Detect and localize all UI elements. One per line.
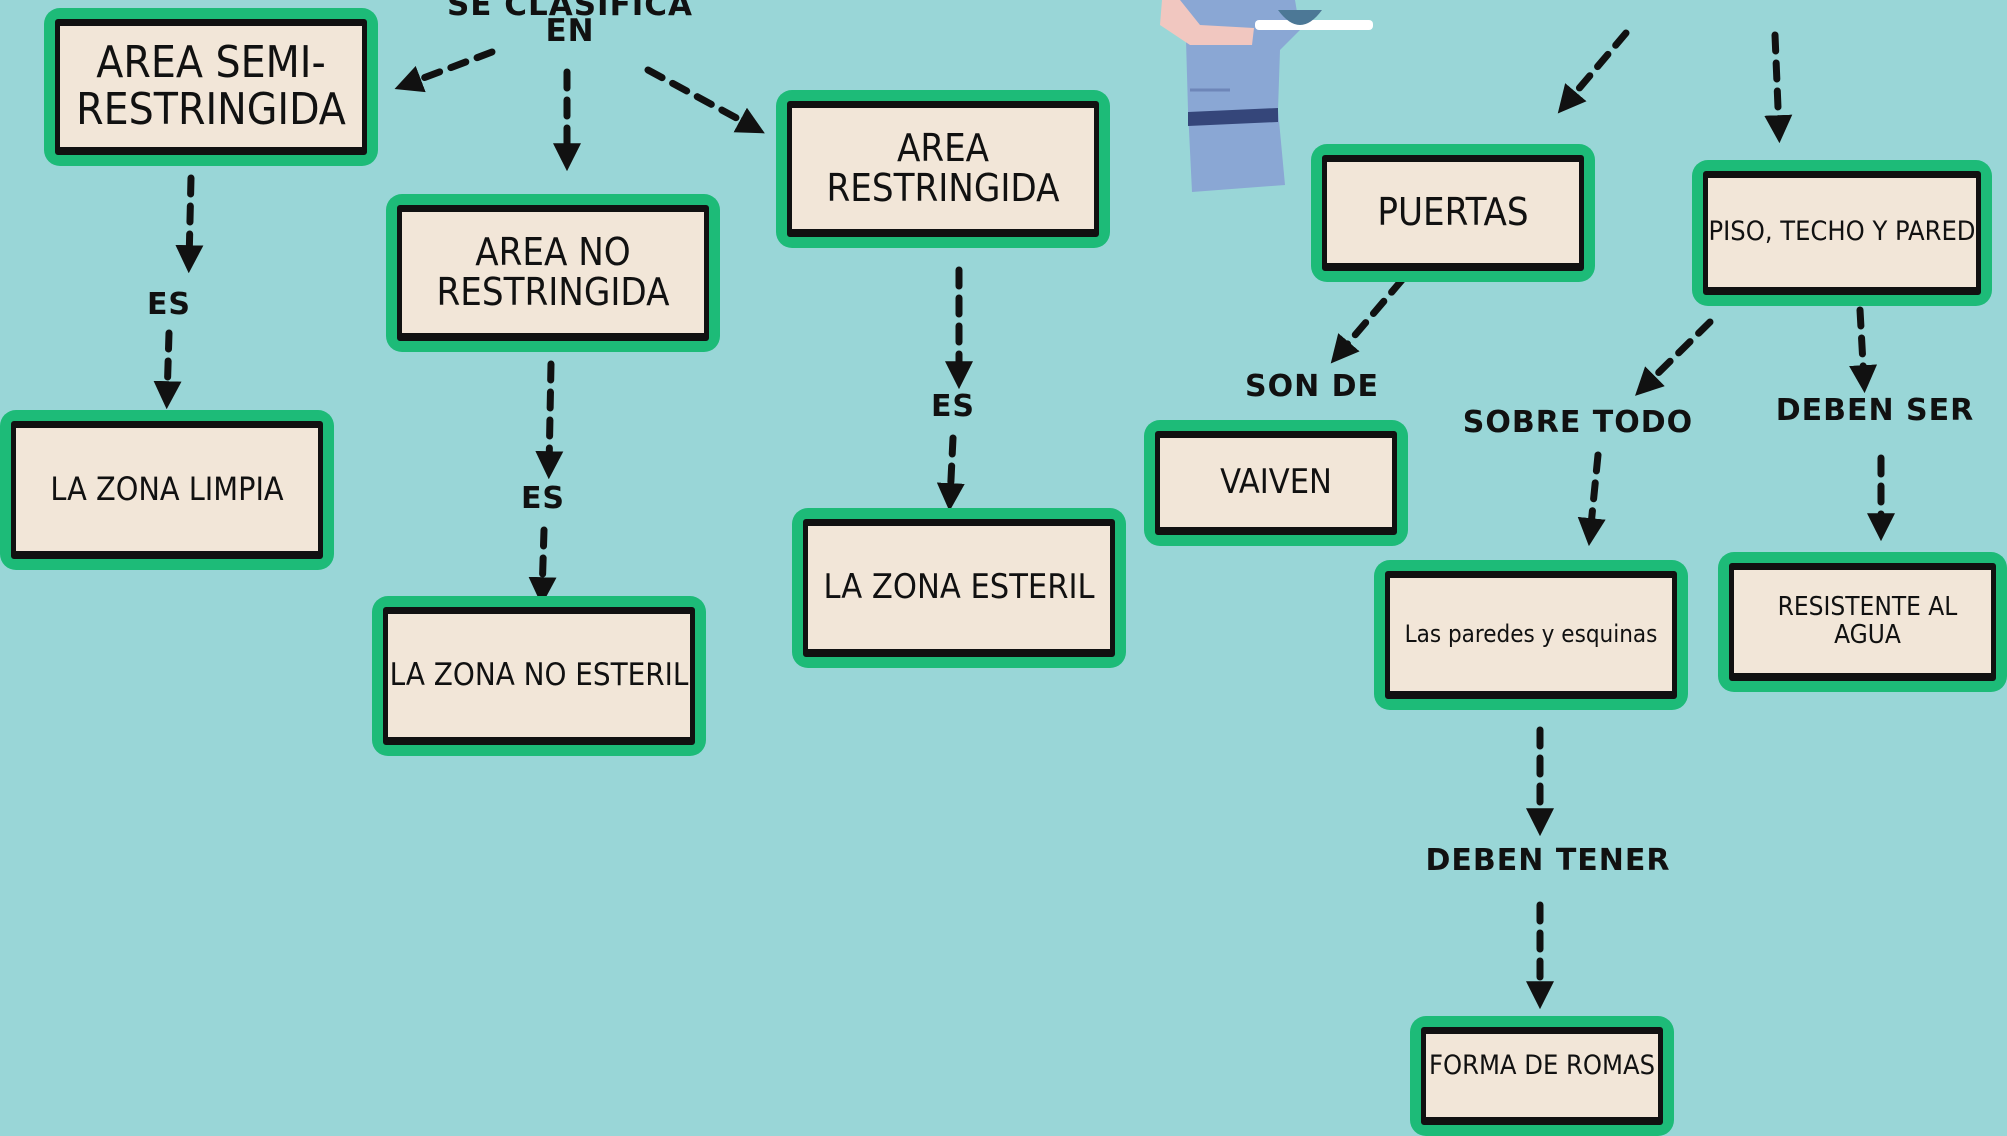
node-piso-techo-pared: PISO, TECHO Y PARED bbox=[1692, 160, 1992, 306]
node-zona-limpia: LA ZONA LIMPIA bbox=[0, 410, 334, 570]
arrow-es-limpia bbox=[153, 329, 182, 410]
node-label: LA ZONA NO ESTERIL bbox=[383, 607, 695, 745]
node-label: AREA NO RESTRINGIDA bbox=[397, 205, 709, 341]
node-label: PISO, TECHO Y PARED bbox=[1703, 171, 1981, 295]
node-area-semi-restringida: AREA SEMI- RESTRINGIDA bbox=[44, 8, 378, 166]
arrow-semi-es bbox=[175, 174, 204, 274]
node-label: VAIVEN bbox=[1155, 431, 1397, 535]
arrow-es-esteril bbox=[936, 434, 965, 512]
node-label: FORMA DE ROMAS bbox=[1421, 1027, 1663, 1125]
arrow-to-piso bbox=[1764, 31, 1793, 144]
node-label: LA ZONA ESTERIL bbox=[803, 519, 1115, 657]
arrow-to-puertas bbox=[1557, 29, 1630, 114]
node-zona-esteril: LA ZONA ESTERIL bbox=[792, 508, 1126, 668]
node-vaiven: VAIVEN bbox=[1144, 420, 1408, 546]
node-label: PUERTAS bbox=[1322, 155, 1584, 271]
arrow-norest-es bbox=[535, 360, 564, 480]
connector-es-3: ES bbox=[930, 389, 976, 424]
node-label: AREA RESTRINGIDA bbox=[787, 101, 1099, 237]
node-zona-no-esteril: LA ZONA NO ESTERIL bbox=[372, 596, 706, 756]
node-label: Las paredes y esquinas bbox=[1385, 571, 1677, 699]
arrow-piso-debenser bbox=[1849, 306, 1878, 394]
node-label: LA ZONA LIMPIA bbox=[11, 421, 323, 559]
connector-deben-tener: DEBEN TENER bbox=[1425, 843, 1671, 878]
top-connector-label: SE CLASIFICA EN bbox=[446, 0, 694, 49]
node-puertas: PUERTAS bbox=[1311, 144, 1595, 282]
node-forma-romas: FORMA DE ROMAS bbox=[1410, 1016, 1674, 1136]
connector-sobre-todo: SOBRE TODO bbox=[1462, 405, 1694, 440]
arrow-puertas-sonde bbox=[1330, 276, 1406, 364]
connector-deben-ser: DEBEN SER bbox=[1775, 393, 1975, 428]
node-label: RESISTENTE AL AGUA bbox=[1729, 563, 1996, 681]
arrow-es-noesteril bbox=[528, 526, 557, 606]
connector-son-de: SON DE bbox=[1244, 369, 1380, 404]
arrow-to-restringida bbox=[644, 66, 765, 134]
connector-es-1: ES bbox=[146, 287, 192, 322]
node-resistente-agua: RESISTENTE AL AGUA bbox=[1718, 552, 2007, 692]
arrow-sobretodo-paredes bbox=[1577, 451, 1606, 547]
node-label: AREA SEMI- RESTRINGIDA bbox=[55, 19, 367, 155]
connector-es-2: ES bbox=[520, 481, 566, 516]
node-area-restringida: AREA RESTRINGIDA bbox=[776, 90, 1110, 248]
node-paredes-esquinas: Las paredes y esquinas bbox=[1374, 560, 1688, 710]
node-area-no-restringida: AREA NO RESTRINGIDA bbox=[386, 194, 720, 352]
nurse-illustration-icon bbox=[1160, 0, 1373, 192]
arrow-to-semi bbox=[394, 48, 496, 93]
arrow-piso-sobretodo bbox=[1635, 318, 1714, 396]
